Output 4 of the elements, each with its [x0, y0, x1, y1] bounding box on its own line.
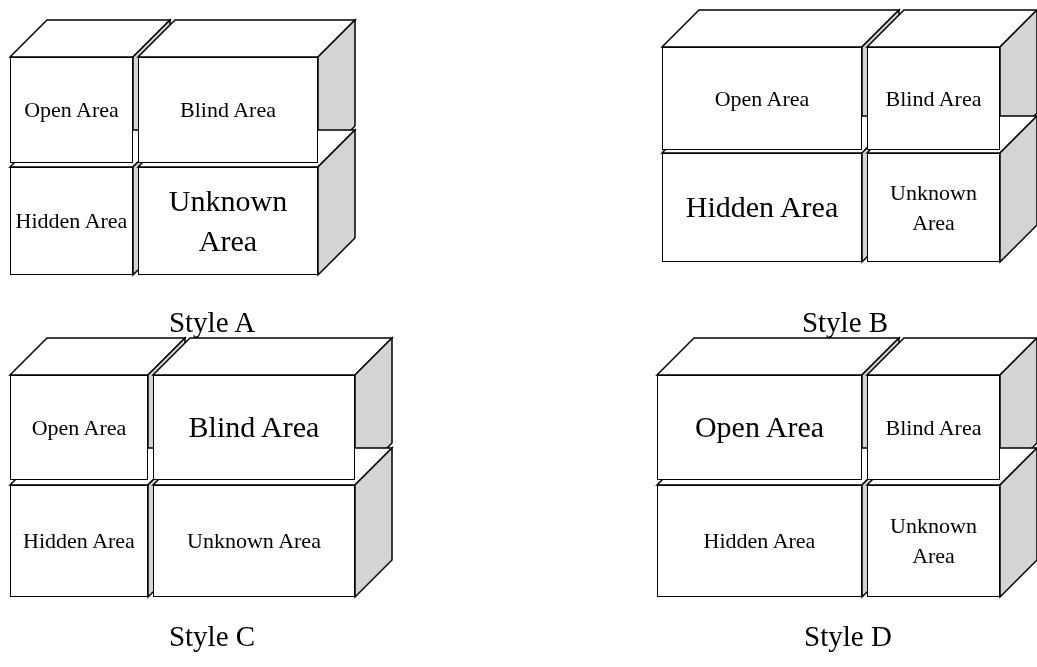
style-caption: Style D: [804, 620, 892, 653]
style-caption: Style C: [168, 620, 256, 653]
style-caption: Style B: [801, 306, 889, 339]
style-caption: Style A: [168, 306, 256, 339]
